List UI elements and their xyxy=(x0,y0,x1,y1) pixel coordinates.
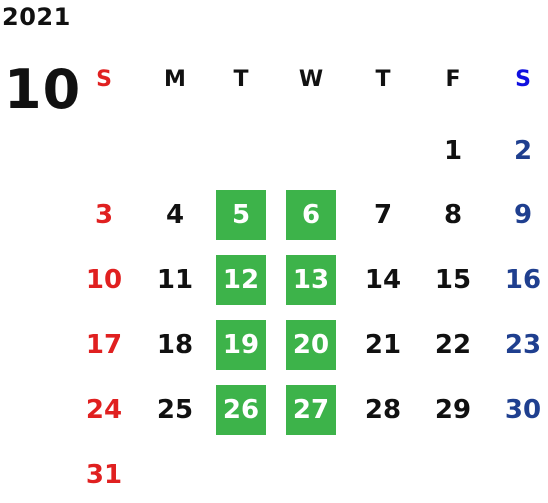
calendar-day-29: 29 xyxy=(434,395,472,425)
calendar-day-31: 31 xyxy=(85,460,123,490)
calendar-day-16: 16 xyxy=(504,265,542,295)
month-number: 10 xyxy=(4,58,82,121)
calendar-day-24: 24 xyxy=(85,395,123,425)
calendar-day-17: 17 xyxy=(85,330,123,360)
calendar-day-10: 10 xyxy=(85,265,123,295)
year-label: 2021 xyxy=(2,3,71,31)
calendar-day-3: 3 xyxy=(94,200,114,230)
calendar-day-8: 8 xyxy=(443,200,463,230)
calendar-day-2: 2 xyxy=(513,136,533,166)
calendar-day-4: 4 xyxy=(165,200,185,230)
calendar-day-21: 21 xyxy=(364,330,402,360)
calendar-day-9: 9 xyxy=(513,200,533,230)
weekday-mon: M xyxy=(164,67,186,92)
weekday-thu: T xyxy=(375,67,391,92)
calendar-day-20: 20 xyxy=(286,320,336,370)
weekday-sat: S xyxy=(515,67,531,92)
weekday-wed: W xyxy=(298,67,324,92)
calendar-day-15: 15 xyxy=(434,265,472,295)
calendar-day-25: 25 xyxy=(156,395,194,425)
calendar-day-1: 1 xyxy=(443,136,463,166)
calendar-day-6: 6 xyxy=(286,190,336,240)
weekday-tue: T xyxy=(233,67,249,92)
calendar-day-13: 13 xyxy=(286,255,336,305)
calendar-day-11: 11 xyxy=(156,265,194,295)
calendar-day-5: 5 xyxy=(216,190,266,240)
weekday-header: S M T W T F S xyxy=(0,62,548,98)
calendar-day-14: 14 xyxy=(364,265,402,295)
weekday-sun: S xyxy=(96,67,112,92)
calendar-day-28: 28 xyxy=(364,395,402,425)
calendar-day-12: 12 xyxy=(216,255,266,305)
calendar-day-23: 23 xyxy=(504,330,542,360)
calendar-day-26: 26 xyxy=(216,385,266,435)
calendar-day-18: 18 xyxy=(156,330,194,360)
calendar-day-30: 30 xyxy=(504,395,542,425)
calendar-day-27: 27 xyxy=(286,385,336,435)
calendar-day-22: 22 xyxy=(434,330,472,360)
calendar-day-7: 7 xyxy=(373,200,393,230)
calendar-day-19: 19 xyxy=(216,320,266,370)
weekday-fri: F xyxy=(445,67,461,92)
